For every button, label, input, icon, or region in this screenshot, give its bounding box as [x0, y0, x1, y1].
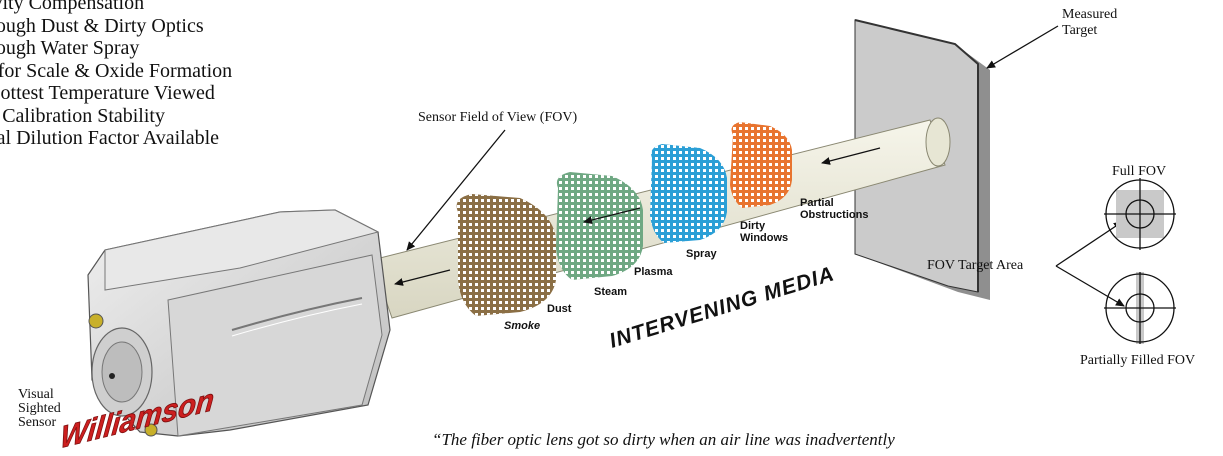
feature-item: Signal Dilution Factor Available: [0, 127, 220, 149]
spray-label: Spray: [686, 248, 717, 260]
spray-filter: [650, 144, 727, 243]
partially-filled-fov-label: Partially Filled FOV: [1080, 353, 1196, 368]
feature-item: Sees the Hottest Temperature Viewed: [0, 82, 215, 104]
smoke-filter: [456, 194, 556, 316]
dirty-windows-label: Dirty Windows: [740, 220, 789, 244]
measured-target-label: Measured Target: [1062, 7, 1118, 38]
customer-quote: “The fiber optic lens got so dirty when …: [432, 430, 895, 449]
plasma-label: Plasma: [634, 266, 673, 278]
fov-target-area-label: FOV Target Area: [927, 258, 1024, 273]
beam-arrows: [394, 147, 881, 286]
label-leaders: [406, 25, 1125, 307]
feature-item: Long Calibration Stability: [0, 104, 165, 127]
dust-label: Dust: [547, 303, 572, 315]
visual-sighted-sensor-label: Visual Sighted Sensor: [18, 387, 61, 430]
sensor-fov-label: Sensor Field of View (FOV): [418, 110, 578, 125]
feature-item: Through Water Spray: [0, 37, 140, 59]
partial-obstruction-filter: [730, 122, 792, 208]
steam-label: Steam: [594, 286, 628, 298]
feature-item: Corrects for Scale & Oxide Formation: [0, 59, 233, 82]
full-fov-icon: [1104, 178, 1176, 250]
sensor-body: [87, 209, 391, 437]
smoke-label: Smoke: [504, 320, 541, 332]
steam-filter: [556, 172, 643, 280]
feature-item: Emissivity Compensation: [0, 0, 145, 14]
partially-filled-fov-icon: [1104, 272, 1176, 344]
full-fov-label: Full FOV: [1112, 164, 1167, 179]
feature-item: Through Dust & Dirty Optics: [0, 14, 204, 37]
partial-obstructions-label: Partial Obstructions: [800, 197, 869, 221]
feature-list: Emissivity Compensation Through Dust & D…: [0, 0, 340, 150]
